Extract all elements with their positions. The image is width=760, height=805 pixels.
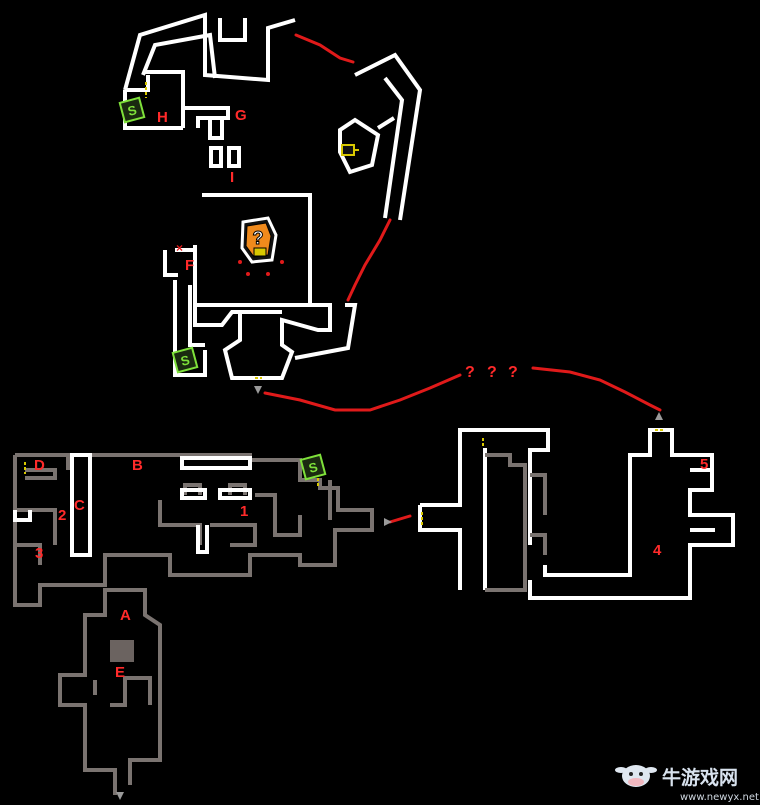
label-5: 5 <box>700 456 708 473</box>
route-lines <box>263 33 662 524</box>
label-e: E <box>115 664 125 681</box>
save-point-icon[interactable]: S <box>118 96 146 124</box>
bottom-left-white-walls <box>13 453 252 557</box>
unknown-route-mark: ? <box>508 364 518 381</box>
label-f: F <box>185 257 194 274</box>
save-point-icon[interactable]: S <box>171 346 199 374</box>
unknown-route-mark: ? <box>487 364 497 381</box>
save-point-icon[interactable]: S <box>299 453 327 481</box>
bottom-right-area-walls <box>418 428 735 600</box>
exit-arrow-icon[interactable] <box>116 386 663 800</box>
svg-text:S: S <box>126 102 139 119</box>
cow-logo-icon <box>615 765 657 787</box>
svg-text:S: S <box>179 352 192 369</box>
svg-text:?: ? <box>253 228 264 248</box>
unknown-route-mark: ? <box>465 364 475 381</box>
doors <box>24 82 665 525</box>
label-c: C <box>74 497 85 514</box>
label-a: A <box>120 607 131 624</box>
key-item-icon[interactable] <box>341 144 359 156</box>
label-4: 4 <box>653 542 662 559</box>
watermark-brand: 牛游戏网 <box>662 766 738 789</box>
label-1: 1 <box>240 503 248 520</box>
svg-text:S: S <box>307 459 320 476</box>
label-2: 2 <box>58 507 66 524</box>
bottom-right-gray-walls <box>485 453 547 592</box>
watermark-url: www.newyx.net <box>680 792 759 803</box>
label-b: B <box>132 457 143 474</box>
floor-plate <box>110 640 134 662</box>
watermark: 牛游戏网 www.newyx.net <box>615 765 759 803</box>
red-markers <box>238 260 284 276</box>
label-h: H <box>157 109 168 126</box>
area-labels: H G I F D B C 2 3 1 A E 5 4 ? ? ? <box>34 107 708 681</box>
close-mark-icon: × <box>176 241 183 255</box>
label-g: G <box>235 107 247 124</box>
label-3: 3 <box>35 545 43 562</box>
mystery-item-icon[interactable]: ? <box>240 216 278 264</box>
label-i: I <box>230 169 234 186</box>
label-d: D <box>34 457 45 474</box>
